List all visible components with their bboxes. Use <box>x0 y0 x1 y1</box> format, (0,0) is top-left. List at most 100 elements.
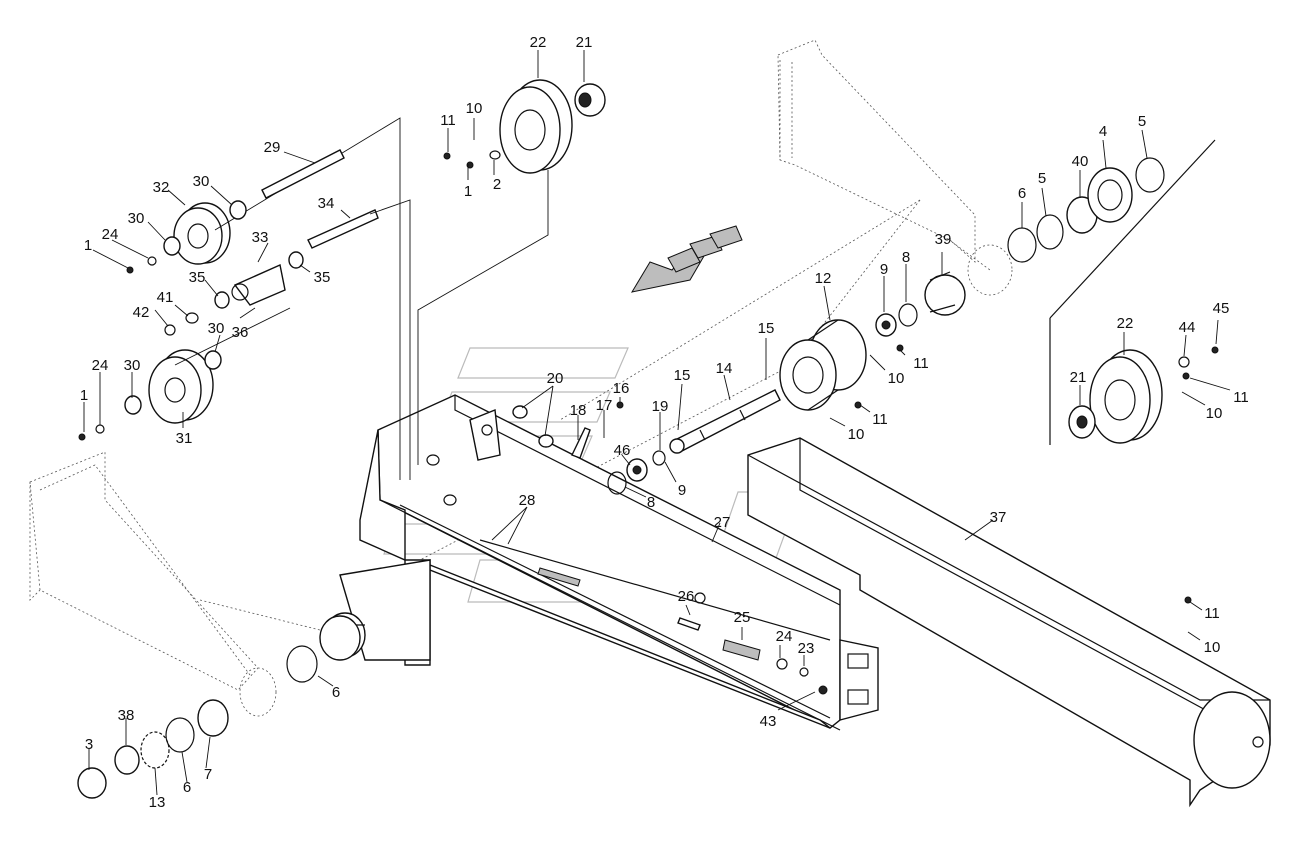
ring-8-right <box>898 303 918 327</box>
callout-9-b: 9 <box>880 261 888 278</box>
bearing-30-d <box>124 395 142 415</box>
callout-1-b: 1 <box>80 387 88 404</box>
ring-6-right <box>1007 227 1037 263</box>
callout-21-right: 21 <box>1070 369 1087 386</box>
callout-40: 40 <box>1072 153 1089 170</box>
bearing-35-a <box>288 251 304 269</box>
callout-44: 44 <box>1179 319 1196 336</box>
callout-33: 33 <box>252 229 269 246</box>
callout-8-a: 8 <box>647 494 655 511</box>
bushing-left-large <box>319 615 361 661</box>
callout-31: 31 <box>176 430 193 447</box>
callout-11-top: 11 <box>440 112 456 129</box>
callout-11-c: 11 <box>872 411 888 428</box>
bearing-30-b <box>163 236 181 256</box>
callout-10-d: 10 <box>1206 405 1223 422</box>
bushing-39 <box>924 271 966 316</box>
label-leaders <box>83 50 1231 796</box>
callout-25: 25 <box>734 609 751 626</box>
callout-38: 38 <box>118 707 135 724</box>
callout-23: 23 <box>798 640 815 657</box>
shaft-29 <box>261 149 345 199</box>
callout-41: 41 <box>157 289 174 306</box>
bracket-33 <box>231 264 286 306</box>
callout-46: 46 <box>614 442 631 459</box>
ring-6-c <box>165 717 195 753</box>
callout-8-b: 8 <box>902 249 910 266</box>
bearing-30-c <box>204 350 222 370</box>
cap-3 <box>77 767 107 799</box>
callout-28: 28 <box>519 492 536 509</box>
input-shaft-14 <box>669 389 781 454</box>
callout-7: 7 <box>204 766 212 783</box>
callout-35-b: 35 <box>189 269 206 286</box>
left-mount-bracket <box>29 451 277 717</box>
ring-5-a <box>1036 214 1064 250</box>
callout-9-a: 9 <box>678 482 686 499</box>
callout-10-c: 10 <box>848 426 865 443</box>
ring-19 <box>652 450 666 466</box>
callout-6-a: 6 <box>1018 185 1026 202</box>
callout-1-top: 1 <box>464 183 472 200</box>
callout-27: 27 <box>714 514 731 531</box>
callout-30-b: 30 <box>128 210 145 227</box>
callout-1-a: 1 <box>84 237 92 254</box>
callout-5-a: 5 <box>1038 170 1046 187</box>
flange-4 <box>1087 167 1133 223</box>
callout-45: 45 <box>1213 300 1230 317</box>
hub-12 <box>779 319 867 411</box>
callout-24-a: 24 <box>102 226 119 243</box>
callout-37: 37 <box>990 509 1007 526</box>
callout-30-a: 30 <box>193 173 210 190</box>
callout-20: 20 <box>547 370 564 387</box>
shaft-34 <box>307 199 411 480</box>
nuts-20 <box>512 405 554 448</box>
callout-24-b: 24 <box>92 357 109 374</box>
callout-22-top: 22 <box>530 34 547 51</box>
callout-24-c: 24 <box>776 628 793 645</box>
callout-30-d: 30 <box>124 357 141 374</box>
callout-42: 42 <box>133 304 150 321</box>
callout-43: 43 <box>760 713 777 730</box>
ring-6-b <box>286 645 318 683</box>
callout-32: 32 <box>153 179 170 196</box>
callout-6-c: 6 <box>183 779 191 796</box>
bearing-46 <box>626 458 648 482</box>
callout-10-top: 10 <box>466 100 483 117</box>
callout-18: 18 <box>570 402 587 419</box>
idler-31 <box>148 307 291 424</box>
callout-2: 2 <box>493 176 501 193</box>
callout-15-a: 15 <box>758 320 775 337</box>
bearing-30-a <box>229 200 247 220</box>
right-pulley-22 <box>1049 139 1216 445</box>
callout-6-b: 6 <box>332 684 340 701</box>
callout-19: 19 <box>652 398 669 415</box>
bushing-7 <box>197 699 229 737</box>
callout-13: 13 <box>149 794 166 811</box>
callout-26: 26 <box>678 588 695 605</box>
callout-21-top: 21 <box>576 34 593 51</box>
lever-18 <box>571 427 591 459</box>
callout-36: 36 <box>232 324 249 341</box>
callout-10-e: 10 <box>1204 639 1221 656</box>
bearing-35-b <box>214 291 230 309</box>
callout-10-b: 10 <box>888 370 905 387</box>
callout-16: 16 <box>613 380 630 397</box>
callout-22-right: 22 <box>1117 315 1134 332</box>
right-mount-bracket <box>777 39 1013 296</box>
belt-guard-cover <box>747 437 1271 808</box>
bearing-9-right <box>875 313 897 337</box>
ring-5-b <box>1135 157 1165 193</box>
callout-11-b: 11 <box>913 355 929 372</box>
callout-15-b: 15 <box>674 367 691 384</box>
nut-38 <box>114 745 140 775</box>
ring-8-left <box>607 471 627 495</box>
top-pulley-22 <box>417 79 606 465</box>
fasteners <box>78 150 1219 695</box>
direction-arrow-icon <box>630 225 743 293</box>
callout-35-a: 35 <box>314 269 331 286</box>
callout-5-b: 5 <box>1138 113 1146 130</box>
callout-29: 29 <box>264 139 281 156</box>
callout-12: 12 <box>815 270 832 287</box>
